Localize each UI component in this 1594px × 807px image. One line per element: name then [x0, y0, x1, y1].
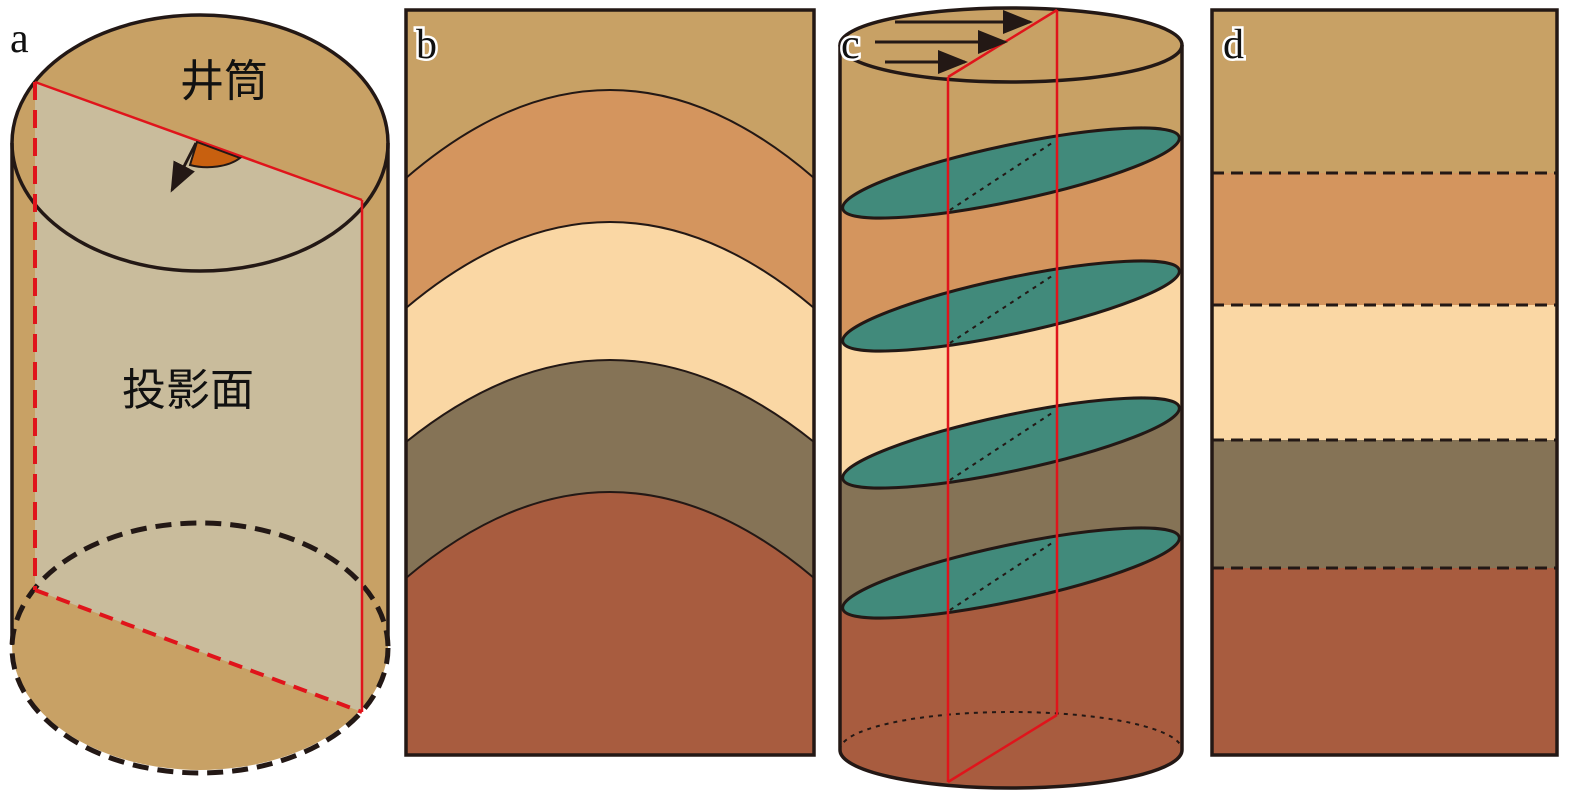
layer-3	[1212, 305, 1557, 440]
projection-plane	[35, 82, 362, 712]
bottom-ellipse-dashed	[9, 520, 391, 776]
layer-2	[1212, 173, 1557, 305]
panel-d: d	[1210, 8, 1559, 757]
panel-label-b: b	[416, 22, 437, 68]
intersection-line-dotted	[949, 410, 1056, 481]
bedding-plane	[841, 396, 1181, 490]
intersection-line-dotted	[949, 540, 1056, 611]
wellbore-label: 井筒	[180, 56, 268, 107]
intersection-line-dotted	[949, 273, 1056, 344]
panel-label-c: c	[841, 22, 860, 68]
dip-direction-arrow-icon	[170, 142, 198, 193]
bottom-front-arc	[838, 749, 1184, 790]
layer-4	[1212, 440, 1557, 568]
intersection-line-dotted	[949, 140, 1056, 211]
projection-plane-label: 投影面	[122, 365, 254, 416]
layer-1	[1212, 10, 1557, 173]
plane-bottom-dashed	[34, 588, 363, 714]
panel-label-d: d	[1223, 22, 1244, 68]
plane-top-line	[34, 80, 363, 202]
panel-b-frame	[404, 8, 816, 757]
panel-b: b	[404, 8, 816, 757]
bedding-plane	[841, 526, 1181, 620]
layer-5	[1212, 568, 1557, 755]
section-bottom-line	[947, 713, 1058, 784]
top-ellipse	[838, 6, 1184, 84]
bedding-plane	[841, 259, 1181, 353]
layer-5	[405, 491, 815, 756]
bottom-back-arc-dotted	[839, 711, 1183, 751]
panel-c: c	[838, 6, 1184, 790]
panel-d-frame	[1210, 8, 1559, 757]
panel-label-a: a	[10, 16, 29, 62]
bedding-plane	[841, 126, 1181, 220]
panel-a: a 井筒 投影面	[8, 13, 391, 776]
